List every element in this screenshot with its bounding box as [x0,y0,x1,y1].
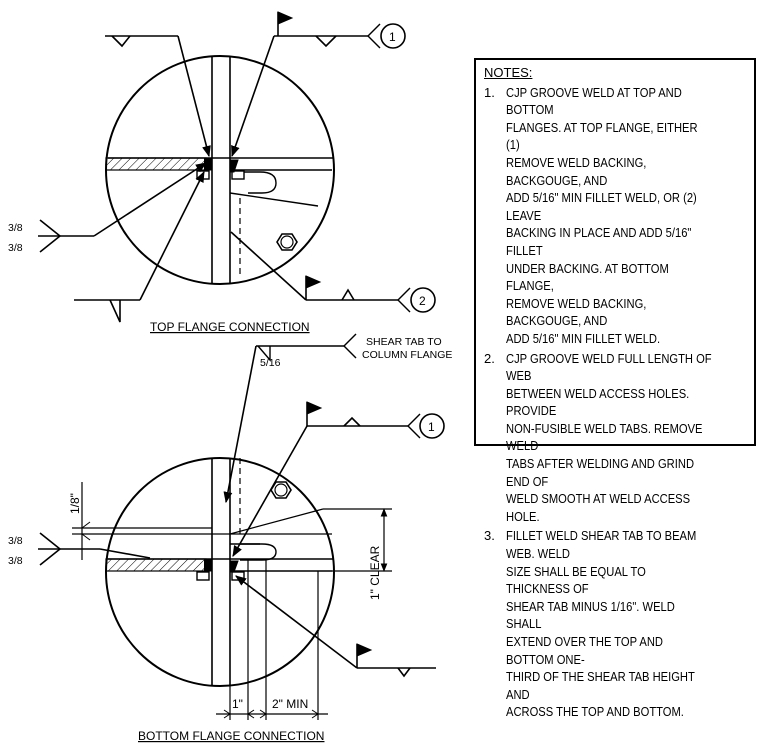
note-item: 2. CJP GROOVE WELD FULL LENGTH OF WEB BE… [484,350,746,526]
note-text: CJP GROOVE WELD AT TOP AND BOTTOM FLANGE… [506,84,698,346]
top-flange-caption: TOP FLANGE CONNECTION [150,320,310,334]
note-number: 1. [484,84,495,100]
bottom-beam-flange-hatch [105,558,207,572]
shear-tab-weld-size: 5/16 [260,357,281,369]
bottom-callout-1-bubble [419,413,445,439]
note-item: 1. CJP GROOVE WELD AT TOP AND BOTTOM FLA… [484,84,746,348]
top-weld-size-lower: 3/8 [8,242,23,254]
top-callout-2-label: 2 [419,294,426,308]
top-weld-size-upper: 3/8 [8,222,23,234]
dim-clear-label: 1" CLEAR [368,545,382,600]
bottom-weld-size-upper: 3/8 [8,535,23,547]
dim-eighth-label: 1/8" [68,493,82,514]
bottom-weld-size-lower: 3/8 [8,555,23,567]
bottom-flange-caption: BOTTOM FLANGE CONNECTION [138,729,324,743]
shear-tab-label-line2: COLUMN FLANGE [362,349,452,361]
top-flange-detail [38,11,436,323]
top-callout-1-bubble [380,23,406,49]
notes-title: NOTES: [484,65,533,80]
note-text: CJP GROOVE WELD FULL LENGTH OF WEB BETWE… [506,350,712,524]
dim-two-min-label: 2" MIN [272,697,308,711]
note-item: 3. FILLET WELD SHEAR TAB TO BEAM WEB. WE… [484,527,746,721]
top-callout-2-bubble [410,287,436,313]
top-callout-1-label: 1 [389,30,396,44]
dim-one-label: 1" [232,697,243,711]
note-number: 3. [484,528,495,544]
bottom-flange-detail [38,333,445,720]
bottom-callout-1-label: 1 [428,420,435,434]
notes-box: NOTES: 1. CJP GROOVE WELD AT TOP AND BOT… [474,58,756,719]
note-number: 2. [484,350,495,366]
top-beam-flange-hatch [105,157,207,171]
shear-tab-label-line1: SHEAR TAB TO [366,336,442,348]
note-text: FILLET WELD SHEAR TAB TO BEAM WEB. WELD … [506,528,697,720]
bottom-detail-circle [105,457,335,687]
